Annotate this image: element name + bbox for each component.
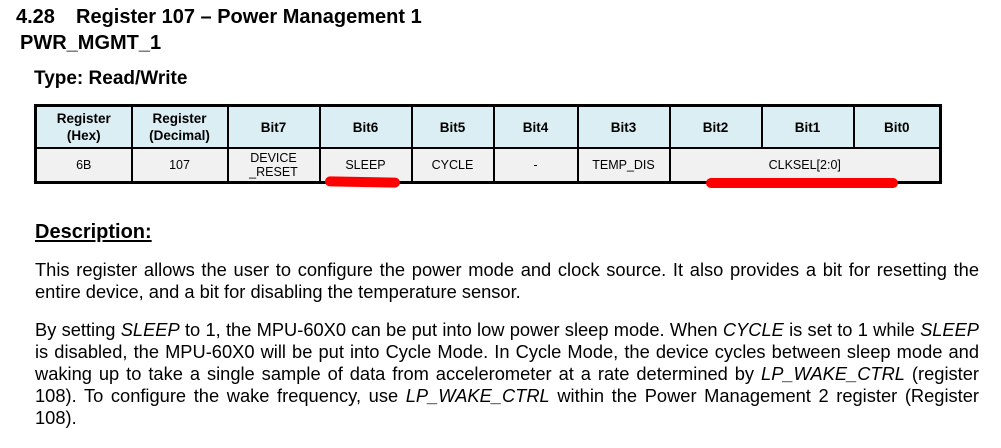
header-bit6: Bit6 <box>318 104 413 149</box>
description-paragraph-1: This register allows the user to configu… <box>35 259 979 302</box>
header-bit0: Bit0 <box>852 104 942 149</box>
register-name: PWR_MGMT_1 <box>20 32 162 54</box>
section-heading: 4.28 Register 107 – Power Management 1 <box>16 6 422 28</box>
text: (register 108). To configure the wake fr… <box>35 363 979 406</box>
register-table: Register (Hex) Register (Decimal) Bit7 Bit… <box>34 104 942 184</box>
cell-line: DEVICE <box>250 151 297 165</box>
table-row: 6B 107 DEVICE_RESET SLEEP CYCLE - TEMP_D… <box>34 147 942 184</box>
cell-device-reset: DEVICE_RESET <box>226 147 321 184</box>
header-line: Register <box>152 111 207 126</box>
cell-decimal: 107 <box>130 147 229 184</box>
header-bit3: Bit3 <box>576 104 671 149</box>
text: to 1, the MPU-60X0 can be put into low p… <box>179 319 723 340</box>
description-title: Description: <box>35 221 152 243</box>
text: is set to 1 while <box>783 319 921 340</box>
cell-clksel: CLKSEL[2:0] <box>668 147 942 184</box>
header-bit2: Bit2 <box>668 104 763 149</box>
text: is disabled, the MPU-60X0 will be put in… <box>35 341 979 384</box>
header-register-hex: Register (Hex) <box>34 104 133 149</box>
field-ref-cycle: CYCLE <box>722 319 784 340</box>
header-register-decimal: Register (Decimal) <box>130 104 229 149</box>
field-ref-lp-wake-ctrl: LP_WAKE_CTRL <box>761 363 905 384</box>
text: By setting <box>35 319 121 340</box>
section-title: Register 107 – Power Management 1 <box>76 6 422 28</box>
text: within the Power Management 2 register (… <box>35 385 979 428</box>
header-line: Register <box>56 111 111 126</box>
field-ref-lp-wake-ctrl: LP_WAKE_CTRL <box>405 385 550 406</box>
header-bit1: Bit1 <box>760 104 855 149</box>
cell-temp-dis: TEMP_DIS <box>576 147 671 184</box>
header-line: (Decimal) <box>149 128 210 143</box>
header-bit4: Bit4 <box>492 104 579 149</box>
red-underline-clksel <box>706 178 898 188</box>
cell-line: _RESET <box>249 165 298 179</box>
header-bit7: Bit7 <box>226 104 321 149</box>
field-ref-sleep: SLEEP <box>120 319 180 340</box>
cell-bit4: - <box>492 147 579 184</box>
header-line: (Hex) <box>66 128 101 143</box>
red-underline-sleep <box>324 176 401 188</box>
cell-cycle: CYCLE <box>410 147 495 184</box>
field-ref-sleep: SLEEP <box>920 319 980 340</box>
description-paragraph-2: By setting SLEEP to 1, the MPU-60X0 can … <box>35 319 979 429</box>
table-header-row: Register (Hex) Register (Decimal) Bit7 Bit… <box>34 104 942 149</box>
cell-hex: 6B <box>34 147 133 184</box>
register-type: Type: Read/Write <box>34 68 188 89</box>
header-bit5: Bit5 <box>410 104 495 149</box>
section-number: 4.28 <box>16 6 55 28</box>
